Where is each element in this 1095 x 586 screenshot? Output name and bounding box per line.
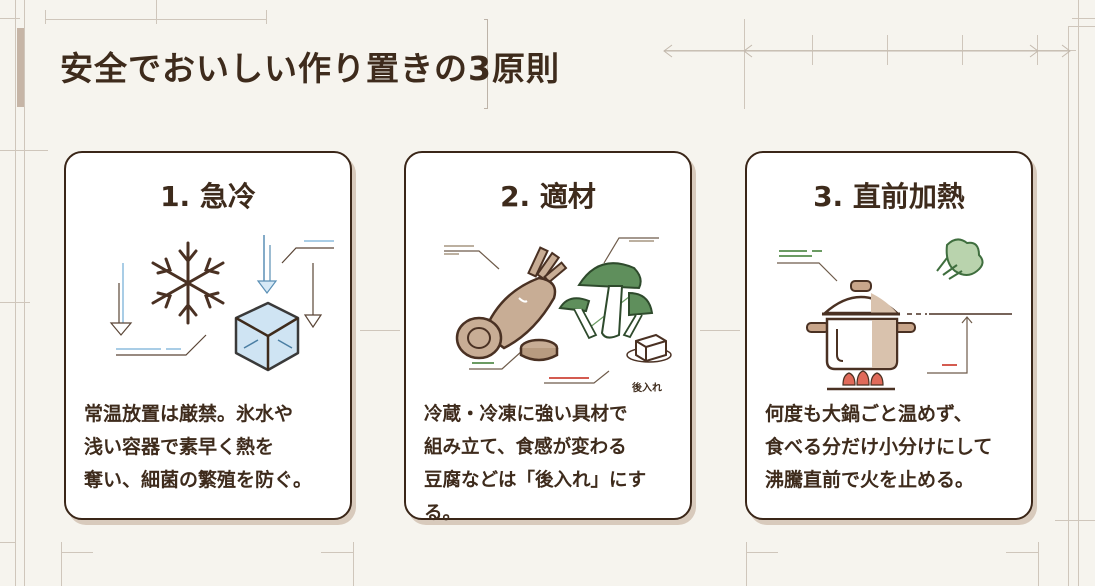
guide-line	[746, 552, 778, 553]
guide-line	[1038, 542, 1039, 586]
title-accent-bar	[17, 28, 24, 107]
dimension-arrow-icon	[663, 44, 1071, 58]
guide-line	[0, 150, 48, 151]
pot-on-stove-icon	[777, 238, 1012, 391]
guide-line	[746, 542, 747, 586]
guide-line	[15, 0, 16, 586]
card-description: 何度も大鍋ごと温めず、 食べる分だけ小分けにして 沸騰直前で火を止める。	[765, 403, 993, 491]
card-description: 冷蔵・冷凍に強い具材で 組み立て、食感が変わる 豆腐などは「後入れ」にする。	[424, 404, 647, 524]
annotation-label: 後入れ	[632, 383, 662, 394]
guide-line	[0, 542, 15, 543]
guide-line	[266, 10, 267, 24]
guide-line	[1072, 18, 1095, 19]
guide-line	[156, 0, 157, 24]
page-title: 安全でおいしい作り置きの3原則	[60, 49, 560, 88]
guide-line	[1068, 26, 1069, 586]
title-bracket	[484, 19, 488, 109]
guide-line	[1068, 26, 1095, 27]
guide-line	[45, 10, 46, 24]
guide-line	[0, 302, 30, 303]
guide-line	[321, 552, 353, 553]
guide-line	[1006, 552, 1038, 553]
principle-card-reheat-before-serving: 3. 直前加熱 何度も大鍋ごと温めず、 食べる分だけ小	[745, 151, 1033, 520]
guide-line	[1055, 520, 1095, 521]
card-title: 3. 直前加熱	[813, 180, 965, 213]
guide-line	[1078, 0, 1079, 586]
card-title: 2. 適材	[500, 180, 596, 213]
card-description: 常温放置は厳禁。氷水や 浅い容器で素早く熱を 奪い、細菌の繁殖を防ぐ。	[84, 403, 313, 491]
principle-card-right-ingredients: 2. 適材	[404, 151, 692, 524]
guide-line	[360, 330, 400, 331]
guide-line	[812, 35, 813, 65]
snowflake-ice-cube-icon	[109, 235, 334, 372]
guide-line	[0, 18, 20, 19]
guide-line	[24, 0, 25, 586]
guide-line	[744, 19, 745, 109]
principle-card-rapid-cooling: 1. 急冷	[64, 151, 352, 520]
guide-line	[353, 542, 354, 586]
guide-line	[887, 35, 888, 65]
guide-line	[61, 542, 62, 586]
guide-line	[962, 35, 963, 65]
guide-line	[700, 330, 740, 331]
guide-line	[61, 552, 93, 553]
card-title: 1. 急冷	[160, 180, 256, 213]
vegetables-mushroom-icon	[444, 237, 672, 384]
